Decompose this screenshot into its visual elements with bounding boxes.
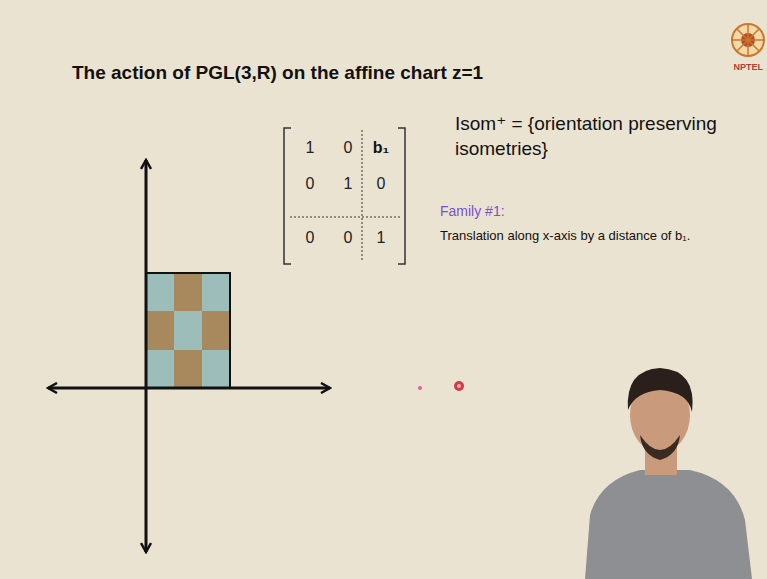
matrix-brackets [284, 128, 405, 264]
pointer-dots [418, 381, 464, 391]
matrix-cell: 1 [306, 138, 315, 159]
family-heading: Family #1: [440, 202, 505, 220]
matrix-cell: 0 [377, 174, 386, 195]
matrix-cell: b₁ [373, 138, 389, 159]
checker-grid [146, 273, 230, 388]
logo-text: NPTEL [733, 62, 763, 74]
matrix-cell: 0 [344, 228, 353, 249]
nptel-logo [732, 24, 764, 56]
family-description: Translation along x-axis by a distance o… [440, 228, 690, 245]
matrix-cell: 1 [377, 228, 386, 249]
matrix-cell: 1 [344, 174, 353, 195]
matrix-cell: 0 [344, 138, 353, 159]
matrix-cell: 0 [306, 228, 315, 249]
axes [48, 160, 330, 552]
definition-text: Isom⁺ = {orientation preserving isometri… [455, 112, 745, 161]
matrix-cell: 0 [306, 174, 315, 195]
slide-title: The action of PGL(3,R) on the affine cha… [72, 62, 483, 84]
presenter [585, 368, 752, 579]
